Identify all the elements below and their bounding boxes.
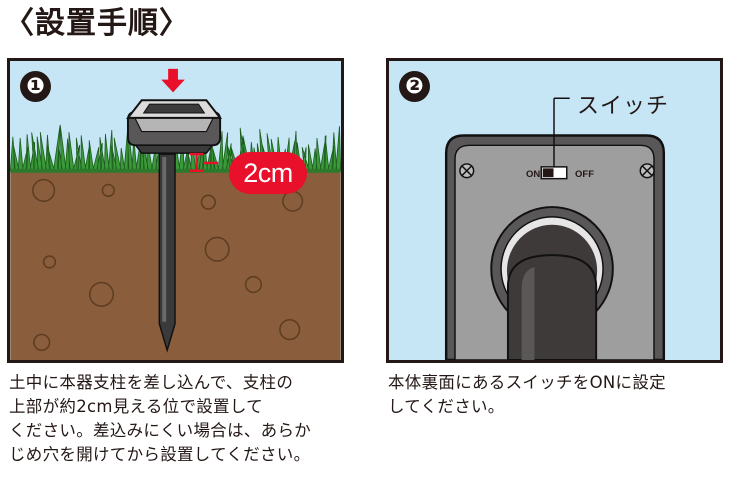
power-switch <box>540 166 568 180</box>
installation-illustration <box>10 68 341 360</box>
step-1-description: 土中に本器支柱を差し込んで、支柱の 上部が約2cm見える位で設置して ください。… <box>9 371 311 467</box>
solar-device <box>125 99 223 154</box>
step-1-illustration: ❶ 2cm <box>7 58 344 363</box>
dimension-marker-icon <box>189 152 219 173</box>
switch-on-label: ON <box>526 169 541 180</box>
description-line: 上部が約2cm見える位で設置して <box>9 397 263 416</box>
stake <box>158 153 176 353</box>
arrow-down-icon <box>161 68 185 93</box>
description-line: 本体裏面にあるスイッチをONに設定 <box>388 373 666 392</box>
dimension-label: 2cm <box>229 152 307 194</box>
screw-icon <box>459 163 475 179</box>
page-title: 〈設置手順〉 <box>4 6 190 41</box>
description-line: ください。差込みにくい場合は、あらか <box>9 421 312 440</box>
switch-illustration <box>444 97 666 360</box>
step-2-illustration: ❷ スイッチ ON OFF <box>386 58 723 363</box>
step-2-description: 本体裏面にあるスイッチをONに設定 してください。 <box>388 371 666 419</box>
step-number-badge: ❷ <box>399 71 430 102</box>
description-line: じめ穴を開けてから設置してください。 <box>9 445 311 464</box>
description-line: 土中に本器支柱を差し込んで、支柱の <box>9 373 294 392</box>
switch-label: スイッチ <box>577 94 670 119</box>
soil-stones <box>32 178 304 351</box>
screw-icon <box>639 163 655 179</box>
description-line: してください。 <box>388 397 505 416</box>
switch-off-label: OFF <box>575 169 594 180</box>
pole <box>506 254 598 360</box>
step-number-badge: ❶ <box>20 71 51 102</box>
